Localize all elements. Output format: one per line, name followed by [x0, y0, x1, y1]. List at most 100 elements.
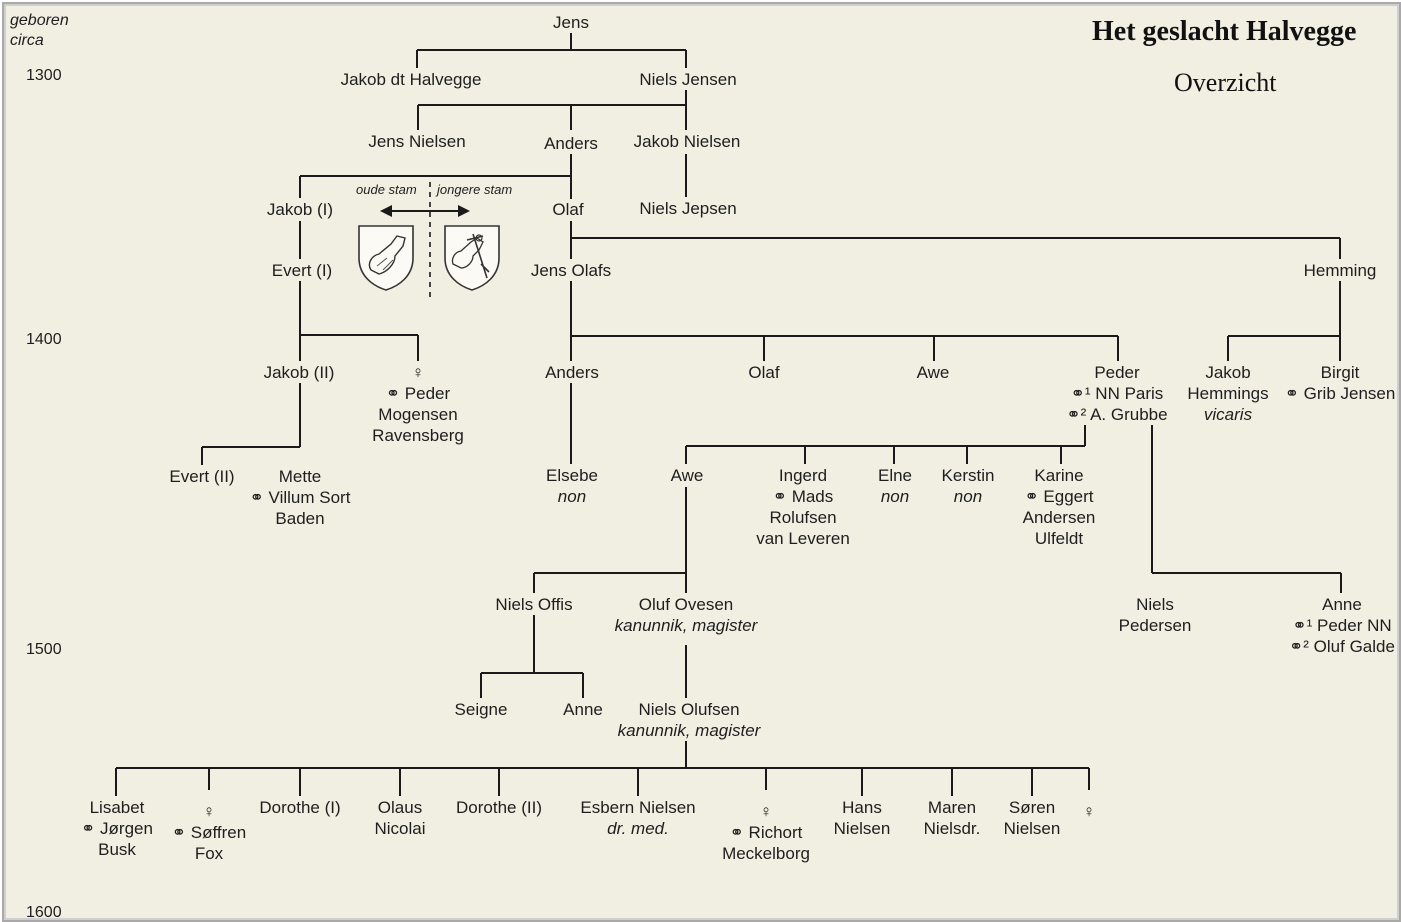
person-anders-2: Anders — [545, 362, 599, 383]
person-line: ⚭ Søffren — [171, 823, 247, 842]
person-evert-ii: Evert (II) — [169, 466, 234, 487]
person-line: Maren — [927, 798, 977, 817]
person-line: ♀ — [202, 802, 216, 821]
person-anne-2: Anne — [563, 699, 603, 720]
person-line: ⚭ Villum Sort — [249, 488, 351, 507]
person-line: Jens Nielsen — [368, 132, 466, 151]
person-line: ♀ — [1082, 802, 1096, 821]
person-hemming: Hemming — [1304, 260, 1377, 281]
person-peder: Peder ⚭¹ NN Paris ⚭² A. Grubbe — [1066, 362, 1167, 425]
person-line: Anne — [1322, 595, 1362, 614]
person-line: ⚭ Eggert — [1024, 487, 1094, 506]
person-dorothe-ii: Dorothe (II) — [456, 797, 542, 818]
person-line: Jakob (I) — [266, 200, 334, 219]
coat-of-arms-old-icon — [358, 225, 414, 291]
axis-label-line: geboren — [10, 12, 69, 29]
person-line: non — [880, 487, 910, 506]
person-line: Seigne — [454, 700, 508, 719]
person-line: Esbern Nielsen — [580, 798, 696, 817]
person-line: Evert (I) — [271, 261, 333, 280]
person-line: ⚭ Peder — [385, 384, 451, 403]
person-line: kanunnik, magister — [614, 616, 758, 635]
axis-title: geboren circa — [10, 11, 69, 51]
person-line: Jakob (II) — [263, 363, 335, 382]
person-line: ⚭² A. Grubbe — [1066, 405, 1168, 424]
person-line: Peder — [1094, 363, 1140, 382]
page-subtitle: Overzicht — [1174, 68, 1277, 97]
year-label: 1500 — [26, 641, 62, 658]
person-line: Nielsdr. — [923, 819, 981, 838]
year-label: 1600 — [26, 904, 62, 921]
person-anne-1: Anne ⚭¹ Peder NN ⚭² Oluf Galde — [1289, 594, 1395, 657]
person-oluf-ovesen: Oluf Ovesen kanunnik, magister — [615, 594, 758, 636]
person-jens-olafs: Jens Olafs — [531, 260, 611, 281]
person-line: Awe — [916, 363, 950, 382]
person-line: Niels Offis — [495, 595, 573, 614]
person-line: Jakob Nielsen — [633, 132, 741, 151]
person-line: Mogensen — [378, 405, 458, 424]
person-line: Nielsen — [833, 819, 891, 838]
person-jakob-dt-halvegge: Jakob dt Halvegge — [341, 69, 482, 90]
person-line: Evert (II) — [169, 467, 235, 486]
person-niels-jensen: Niels Jensen — [639, 69, 736, 90]
person-line: Busk — [98, 840, 136, 859]
person-line: Meckelborg — [722, 844, 810, 863]
person-line: ⚭ Grib Jensen — [1284, 384, 1396, 403]
person-line: non — [953, 487, 983, 506]
person-line: Dorothe (I) — [259, 798, 341, 817]
person-line: Awe — [670, 466, 704, 485]
person-line: kanunnik, magister — [617, 721, 761, 740]
person-birgit: Birgit ⚭ Grib Jensen — [1285, 362, 1396, 404]
person-line: Hans — [842, 798, 882, 817]
person-line: Jens Olafs — [530, 261, 612, 280]
person-line: ♀ — [411, 363, 425, 382]
person-line: ⚭¹ NN Paris — [1070, 384, 1164, 403]
person-line: Hemmings — [1187, 384, 1269, 403]
coat-of-arms-young-icon — [444, 225, 500, 291]
person-line: ⚭¹ Peder NN — [1292, 616, 1392, 635]
arrow-left-icon — [380, 205, 392, 217]
person-line: Nielsen — [1003, 819, 1061, 838]
person-jens: Jens — [553, 12, 589, 33]
person-niels-jepsen: Niels Jepsen — [639, 198, 736, 219]
page-title: Het geslacht Halvegge — [1092, 16, 1357, 47]
person-line: Pedersen — [1118, 616, 1192, 635]
person-line: Olaf — [748, 363, 780, 382]
branch-label-young: jongere stam — [437, 182, 513, 197]
axis-label-line: circa — [10, 32, 44, 49]
person-dorothe-i: Dorothe (I) — [259, 797, 340, 818]
person-line: ⚭ Mads — [772, 487, 834, 506]
person-niels-offis: Niels Offis — [495, 594, 572, 615]
year-label: 1400 — [26, 331, 62, 348]
person-jakob-ii: Jakob (II) — [264, 362, 335, 383]
person-line: Dorothe (II) — [456, 798, 542, 817]
person-line: Birgit — [1320, 363, 1360, 382]
person-line: Baden — [275, 509, 325, 528]
person-line: Oluf Ovesen — [638, 595, 734, 614]
person-awe-2: Awe — [671, 465, 704, 486]
person-line: Niels Jepsen — [639, 199, 737, 218]
person-jakob-i: Jakob (I) — [267, 199, 333, 220]
person-line: Jens — [553, 13, 589, 32]
person-anders-1: Anders — [544, 133, 598, 154]
person-line: Niels — [1136, 595, 1174, 614]
person-line: ⚭² Oluf Galde — [1289, 637, 1395, 656]
arrow-right-icon — [458, 205, 470, 217]
person-line: Ulfeldt — [1034, 529, 1084, 548]
person-line: Jakob — [1205, 363, 1251, 382]
